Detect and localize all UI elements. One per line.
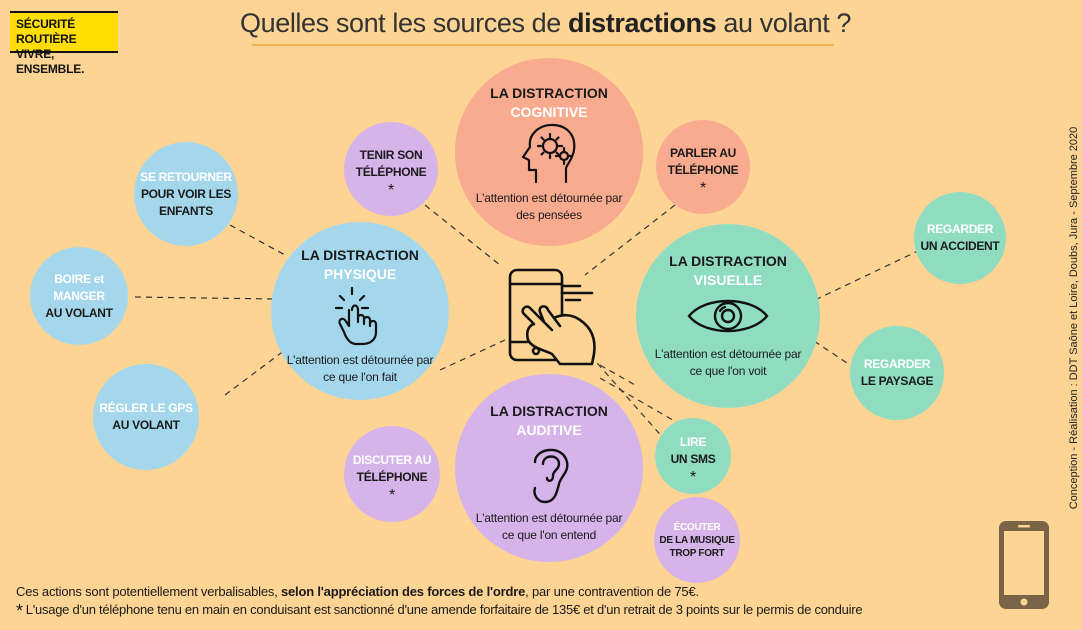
- footer-text: Ces actions sont potentiellement verbali…: [16, 584, 281, 599]
- phone-in-hand-icon: [508, 268, 596, 366]
- hub-title: LA DISTRACTION COGNITIVE: [455, 84, 643, 122]
- action-label: LIRE: [679, 434, 707, 449]
- hub-title: LA DISTRACTION AUDITIVE: [455, 402, 643, 440]
- title-part: Quelles sont les sources de: [240, 8, 568, 38]
- action-label: BOIRE et: [54, 271, 104, 286]
- hub-description: L'attention est détournée par ce que l'on…: [636, 346, 820, 380]
- connector-line: [224, 349, 286, 396]
- hub-desc-line: ce que l'on fait: [323, 370, 397, 384]
- asterisk: *: [700, 179, 706, 197]
- hub-title-line: LA DISTRACTION: [490, 85, 608, 101]
- connector-line: [439, 339, 506, 371]
- hub-cognitive: LA DISTRACTION COGNITIVE L'attention est …: [455, 58, 643, 246]
- asterisk: *: [389, 486, 395, 504]
- connector-line: [424, 204, 501, 266]
- ear-icon: [533, 448, 569, 504]
- hub-desc-line: L'attention est détournée par: [654, 347, 802, 361]
- asterisk: *: [16, 601, 23, 621]
- hub-description: L'attention est détournée par des pensées: [455, 190, 643, 224]
- title-bold: distractions: [567, 8, 717, 38]
- footer-text: L'usage d'un téléphone tenu en main en c…: [25, 602, 863, 617]
- connector-line: [134, 296, 276, 300]
- hub-desc-line: L'attention est détournée par: [286, 353, 434, 367]
- hub-auditive: LA DISTRACTION AUDITIVE L'attention est d…: [455, 374, 643, 562]
- action-label: TENIR SON: [359, 147, 423, 162]
- connector-line: [599, 364, 636, 386]
- hub-description: L'attention est détournée par ce que l'on…: [455, 510, 643, 544]
- hub-desc-line: ce que l'on entend: [501, 528, 597, 542]
- action-label: TÉLÉPHONE: [667, 162, 739, 177]
- footer-text: , par une contravention de 75€.: [525, 584, 699, 599]
- securite-routiere-logo: SÉCURITÉ ROUTIÈRE VIVRE, ENSEMBLE.: [10, 11, 118, 76]
- action-se-retourner: SE RETOURNER POUR VOIR LES ENFANTS: [134, 142, 238, 246]
- action-parler-telephone: PARLER AU TÉLÉPHONE *: [656, 120, 750, 214]
- action-regler-gps: RÉGLER LE GPS AU VOLANT: [93, 364, 199, 470]
- connector-line: [814, 249, 921, 301]
- action-label: MANGER: [53, 288, 105, 303]
- hub-desc-line: des pensées: [516, 208, 582, 222]
- smartphone-icon: [999, 521, 1049, 609]
- action-lire-sms: LIRE UN SMS *: [655, 418, 731, 494]
- hub-title-line: PHYSIQUE: [323, 266, 397, 282]
- action-label: RÉGLER LE GPS: [99, 401, 193, 415]
- action-discuter-telephone: DISCUTER AU TÉLÉPHONE *: [344, 426, 440, 522]
- action-ecouter-musique: ÉCOUTER DE LA MUSIQUE TROP FORT: [654, 497, 740, 583]
- action-label: ENFANTS: [159, 203, 213, 218]
- hub-title: LA DISTRACTION PHYSIQUE: [271, 246, 449, 284]
- hub-desc-line: ce que l'on voit: [689, 364, 767, 378]
- hub-desc-line: L'attention est détournée par: [475, 191, 623, 205]
- hub-title-line: LA DISTRACTION: [301, 247, 419, 263]
- hub-title-line: AUDITIVE: [516, 422, 582, 438]
- action-regarder-accident: REGARDER UN ACCIDENT: [914, 192, 1006, 284]
- action-label: REGARDER: [863, 357, 931, 371]
- action-tenir-telephone: TENIR SON TÉLÉPHONE *: [344, 122, 438, 216]
- hub-physique: LA DISTRACTION PHYSIQUE L'attention est d…: [271, 222, 449, 400]
- action-label: TROP FORT: [669, 547, 725, 559]
- hub-title-line: LA DISTRACTION: [490, 403, 608, 419]
- action-regarder-paysage: REGARDER LE PAYSAGE: [850, 326, 944, 420]
- action-label: AU VOLANT: [112, 418, 180, 432]
- action-label: PARLER AU: [670, 145, 736, 160]
- action-label: DISCUTER AU: [352, 452, 432, 467]
- action-label: UN ACCIDENT: [920, 239, 1000, 253]
- asterisk: *: [690, 468, 696, 486]
- connector-line: [804, 334, 851, 366]
- action-label: ÉCOUTER: [673, 521, 721, 533]
- footer-bold: selon l'appréciation des forces de l'ord…: [281, 584, 526, 599]
- eye-icon: [687, 299, 769, 333]
- hub-visuelle: LA DISTRACTION VISUELLE L'attention est d…: [636, 224, 820, 408]
- asterisk: *: [388, 181, 394, 199]
- action-label: POUR VOIR LES: [140, 186, 232, 201]
- title-part: au volant ?: [716, 8, 852, 38]
- action-label: AU VOLANT: [45, 305, 113, 320]
- page-title: Quelles sont les sources de distractions…: [240, 8, 851, 39]
- action-label: SE RETOURNER: [140, 169, 232, 184]
- action-label: TÉLÉPHONE: [355, 164, 427, 179]
- hub-title: LA DISTRACTION VISUELLE: [636, 252, 820, 290]
- hub-title-line: VISUELLE: [693, 272, 763, 288]
- head-gears-icon: [521, 123, 576, 184]
- action-label: TÉLÉPHONE: [356, 469, 428, 484]
- hub-description: L'attention est détournée par ce que l'on…: [271, 352, 449, 386]
- action-boire-manger: BOIRE et MANGER AU VOLANT: [30, 247, 128, 345]
- action-label: DE LA MUSIQUE: [659, 534, 735, 546]
- connector-line: [589, 354, 666, 441]
- hub-title-line: LA DISTRACTION: [669, 253, 787, 269]
- action-label: UN SMS: [670, 451, 716, 466]
- footer-asterisk-note: *L'usage d'un téléphone tenu en main en …: [16, 601, 863, 622]
- logo-line-1: SÉCURITÉ ROUTIÈRE: [16, 17, 77, 46]
- touch-hand-icon: [334, 286, 378, 346]
- hub-desc-line: L'attention est détournée par: [475, 511, 623, 525]
- credit-text: Conception - Réalisation : DDT Saône et …: [1068, 126, 1080, 510]
- title-underline: [252, 44, 834, 46]
- logo-line-2: VIVRE, ENSEMBLE.: [16, 47, 85, 76]
- action-label: LE PAYSAGE: [860, 374, 934, 388]
- hub-title-line: COGNITIVE: [510, 104, 588, 120]
- action-label: REGARDER: [926, 222, 994, 236]
- connector-line: [584, 204, 676, 276]
- footer-note: Ces actions sont potentiellement verbali…: [16, 584, 699, 599]
